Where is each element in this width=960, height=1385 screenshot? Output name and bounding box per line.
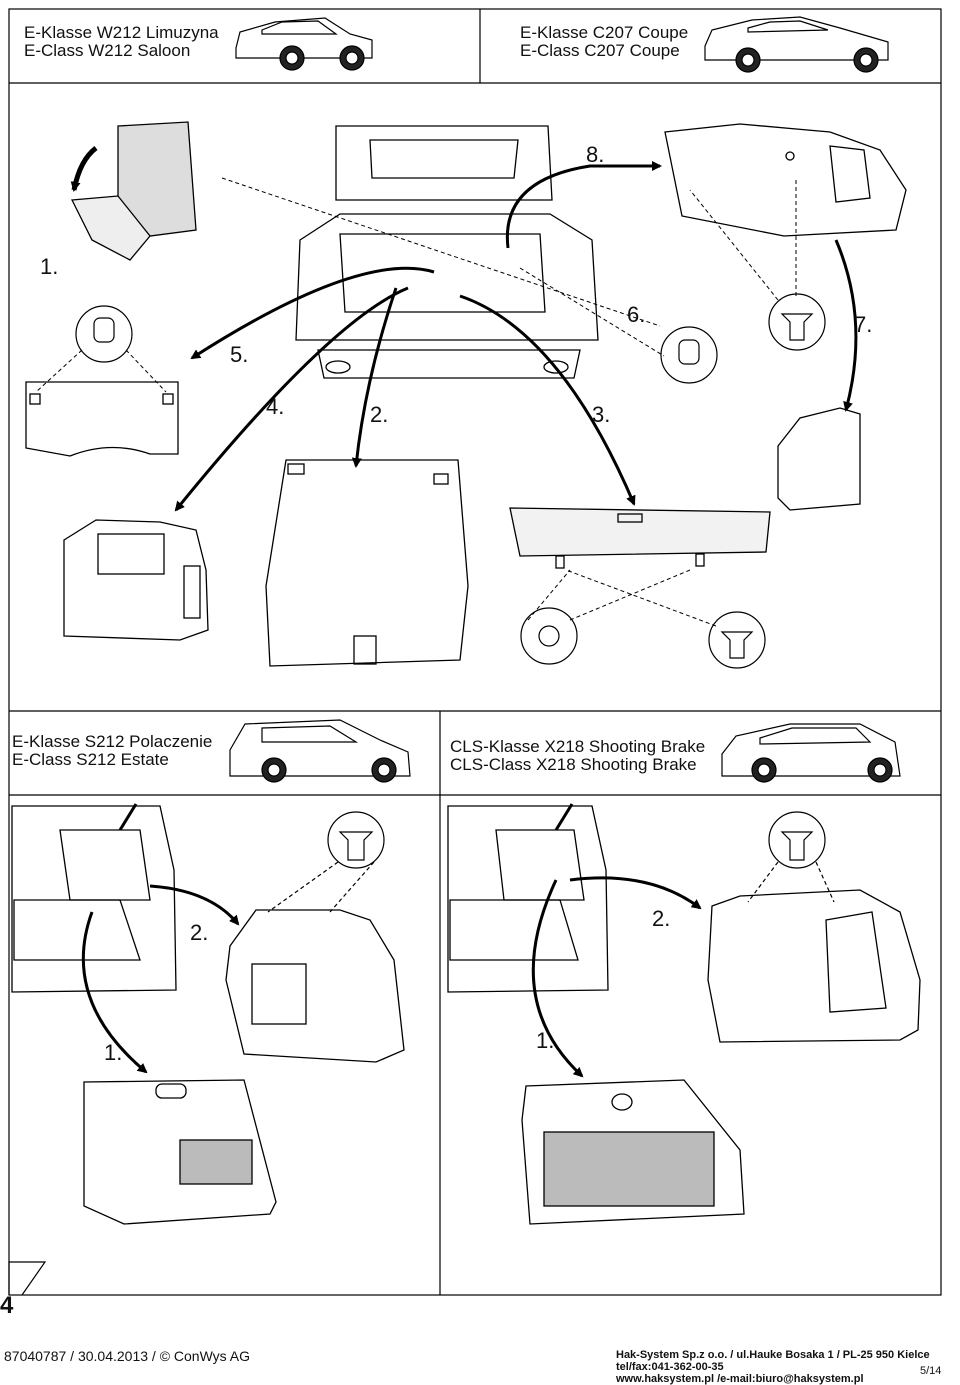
step-3-label: 3.	[592, 402, 611, 427]
s212-side-panel-image	[225, 909, 405, 1063]
trunk-side-trim-left-image	[63, 519, 209, 641]
detail-callouts	[75, 293, 826, 669]
header-s212: E-Klasse S212 Polaczenie E-Class S212 Es…	[12, 733, 212, 769]
step-2-label: 2.	[370, 402, 389, 427]
s212-arrows	[81, 803, 240, 1074]
footer-phone: tel/fax:041-362-00-35	[616, 1361, 724, 1373]
dashed-leader-lines	[35, 177, 797, 627]
car-rear-open-trunk-image	[295, 125, 599, 379]
x218-side-panel-image	[707, 889, 921, 1043]
rear-seat-image	[70, 121, 197, 261]
step-1-label: 1.	[40, 254, 59, 279]
s212-step-1-label: 1.	[104, 1040, 123, 1065]
floor-cover-left-image	[25, 381, 179, 457]
step-5-label: 5.	[230, 342, 249, 367]
s212-net-panel-image	[83, 1079, 277, 1225]
step-7-label: 7.	[854, 312, 873, 337]
x218-arrows	[531, 803, 702, 1078]
footer-web: www.haksystem.pl /e-mail:biuro@haksystem…	[616, 1373, 864, 1385]
footer-company: Hak-System Sp.z o.o. / ul.Hauke Bosaka 1…	[616, 1349, 930, 1361]
car-s212-estate-image	[229, 719, 411, 783]
workflow-arrows	[174, 161, 858, 512]
page-frame	[8, 8, 942, 1296]
sill-trim-panel-image	[509, 507, 771, 569]
header-c207-line1: E-Klasse C207 Coupe	[520, 23, 689, 42]
x218-step-1-label: 1.	[536, 1028, 555, 1053]
side-cover-panel-image	[777, 407, 861, 511]
header-w212-line1: E-Klasse W212 Limuzyna	[24, 23, 219, 42]
header-s212-line2: E-Class S212 Estate	[12, 750, 169, 769]
header-x218-line1: CLS-Klasse X218 Shooting Brake	[450, 737, 706, 756]
x218-step-2-label: 2.	[652, 906, 671, 931]
header-x218: CLS-Klasse X218 Shooting Brake CLS-Class…	[450, 738, 705, 774]
x218-clip-callout	[747, 811, 835, 903]
step-8-label: 8.	[586, 142, 605, 167]
s212-clip-callout	[267, 811, 385, 913]
footer-doc-id: 87040787 / 30.04.2013 / © ConWys AG	[4, 1348, 251, 1364]
car-x218-shooting-brake-image	[721, 723, 901, 783]
header-w212: E-Klasse W212 Limuzyna E-Class W212 Salo…	[24, 24, 219, 60]
step-6-label: 6.	[627, 302, 646, 327]
header-w212-line2: E-Class W212 Saloon	[24, 41, 191, 60]
header-s212-line1: E-Klasse S212 Polaczenie	[12, 732, 213, 751]
x218-net-panel-image	[521, 1079, 745, 1225]
header-c207-line2: E-Class C207 Coupe	[520, 41, 680, 60]
section-number: 4	[0, 1292, 14, 1319]
step-4-label: 4.	[266, 394, 285, 419]
car-w212-saloon-image	[235, 17, 373, 71]
trunk-side-panel-right-image	[664, 123, 907, 237]
s212-step-2-label: 2.	[190, 920, 209, 945]
header-c207: E-Klasse C207 Coupe E-Class C207 Coupe	[520, 24, 688, 60]
trunk-floor-mat-image	[265, 459, 469, 667]
car-c207-coupe-image	[704, 16, 889, 73]
x218-trunk-interior-image	[447, 805, 609, 993]
footer-page: 5/14	[920, 1365, 942, 1377]
header-x218-line2: CLS-Class X218 Shooting Brake	[450, 755, 697, 774]
s212-trunk-interior-image	[11, 805, 177, 993]
